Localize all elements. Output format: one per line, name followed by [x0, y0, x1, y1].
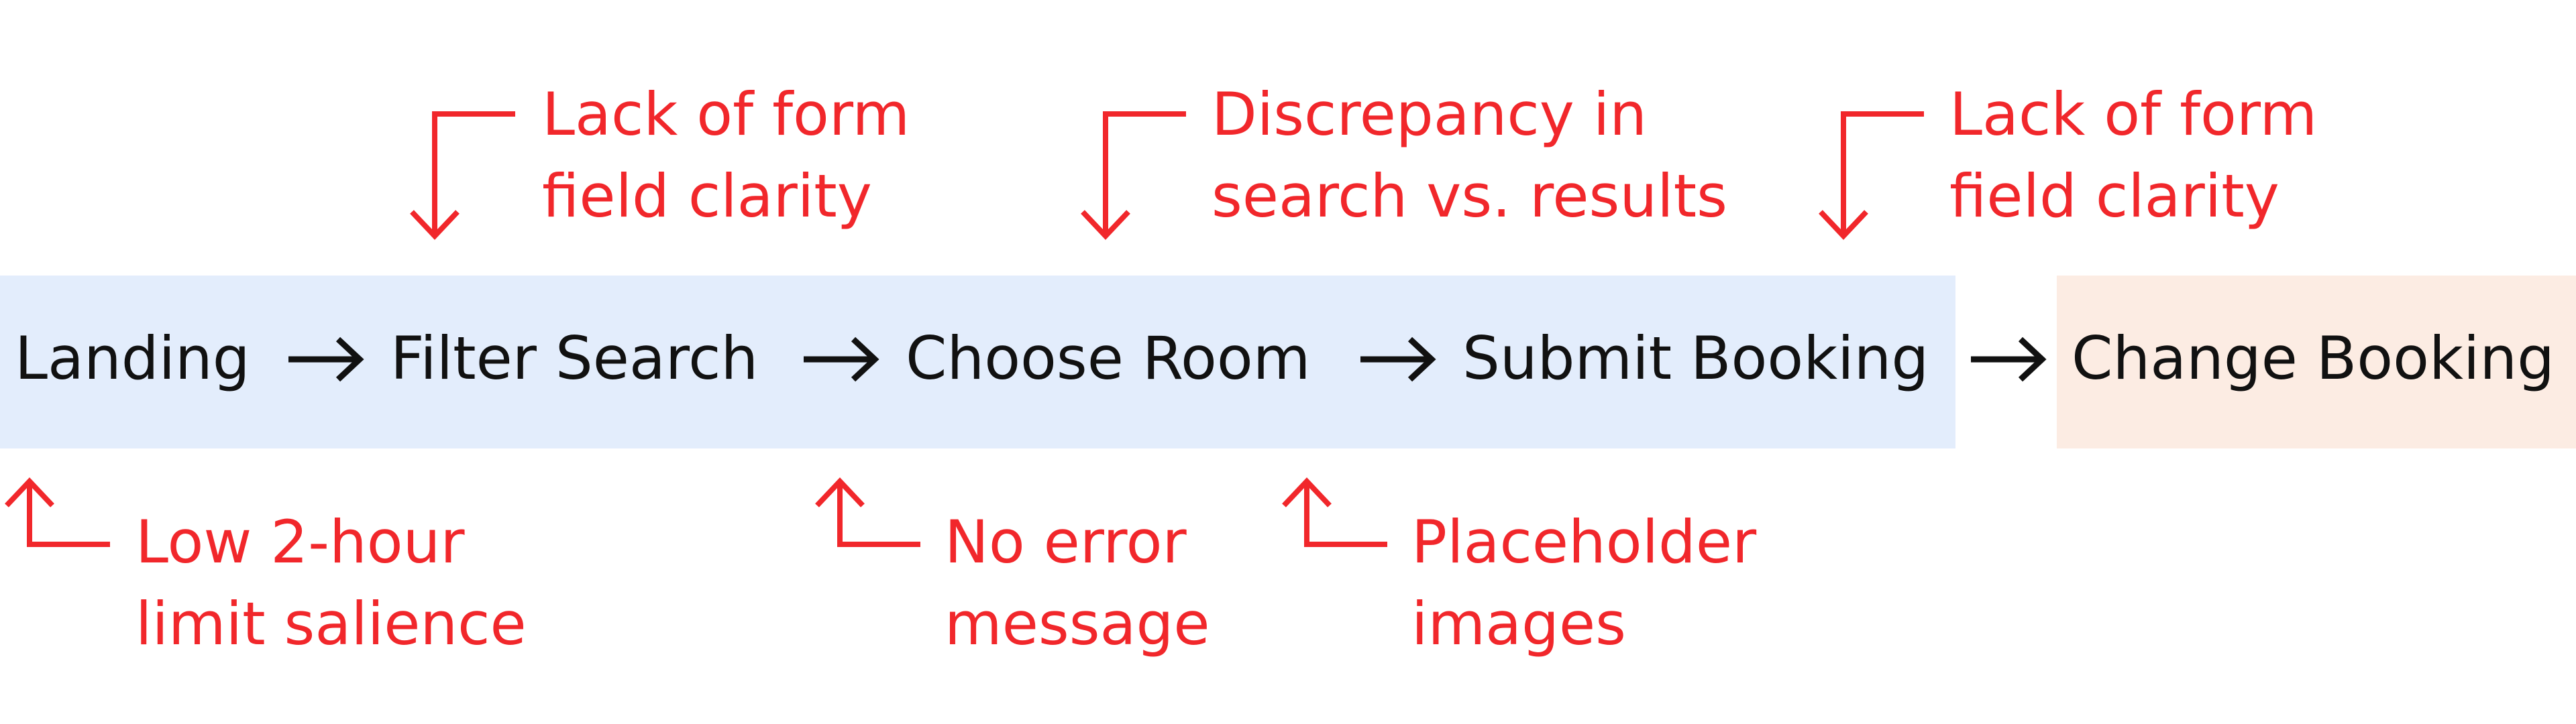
step-change-booking: Change Booking: [2072, 324, 2555, 393]
right-arrow-icon: [804, 337, 879, 382]
step-choose-room: Choose Room: [906, 324, 1311, 393]
issue-form-field-clarity-2: Lack of form field clarity: [1949, 80, 2318, 231]
up-callout-arrow-icon: [1282, 477, 1387, 547]
up-callout-arrow-icon: [815, 477, 920, 547]
step-submit-booking: Submit Booking: [1462, 324, 1929, 393]
down-callout-arrow-icon: [1819, 111, 1924, 240]
issue-limit-salience: Low 2-hour limit salience: [136, 507, 527, 658]
up-callout-arrow-icon: [5, 477, 110, 547]
change-booking-band: [2057, 276, 2576, 448]
right-arrow-icon: [1360, 337, 1436, 382]
step-landing: Landing: [15, 324, 250, 393]
right-arrow-icon: [288, 337, 364, 382]
down-callout-arrow-icon: [1081, 111, 1186, 240]
issue-form-field-clarity-1: Lack of form field clarity: [542, 80, 910, 231]
step-filter-search: Filter Search: [390, 324, 759, 393]
issue-search-discrepancy: Discrepancy in search vs. results: [1212, 80, 1727, 231]
down-callout-arrow-icon: [410, 111, 515, 240]
issue-placeholder-images: Placeholder images: [1411, 507, 1757, 658]
right-arrow-icon: [1971, 337, 2047, 382]
issue-no-error-message: No error message: [945, 507, 1210, 658]
